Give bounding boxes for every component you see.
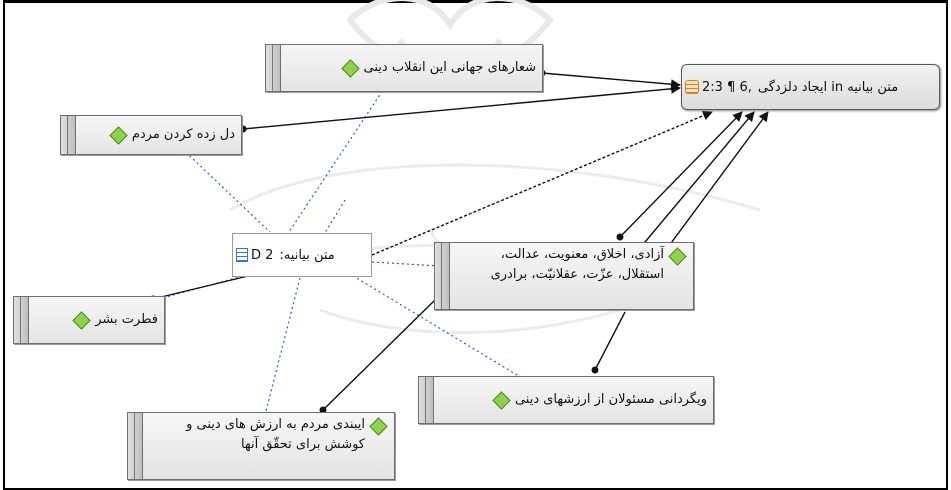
quote-icon <box>685 80 699 94</box>
quote-node-ref: 2:3 ¶ 6, <box>702 79 752 95</box>
endpoint-faith <box>319 406 327 414</box>
code-label-nature: فطرت بشر <box>95 312 158 327</box>
code-node-disillusion[interactable]: دل زده کردن مردم <box>60 115 242 155</box>
code-label-slogans: شعارهای جهانی این انقلاب دینی <box>363 60 536 75</box>
document-icon <box>236 248 248 262</box>
link-document-nature <box>152 275 249 300</box>
document-node-ref: D 2 <box>251 247 274 263</box>
dotted-links <box>154 86 523 416</box>
link-faith-values <box>322 299 436 411</box>
node-handle[interactable] <box>435 243 450 309</box>
document-node-text: متن بیانیه: <box>279 247 335 263</box>
dotted-link-faith <box>264 277 301 416</box>
code-icon <box>668 247 687 266</box>
node-handle[interactable] <box>128 413 143 479</box>
dotted-link-officials <box>339 267 523 379</box>
document-node[interactable]: متن بیانیه: D 2 <box>232 233 372 277</box>
node-handle[interactable] <box>266 45 281 91</box>
code-node-values[interactable]: آزادی، اخلاق، معنویت، عدالت، استقلال، عز… <box>434 242 694 310</box>
endpoint-values <box>616 233 624 241</box>
code-icon <box>369 417 388 436</box>
code-icon <box>109 125 128 145</box>
code-node-slogans[interactable]: شعارهای جهانی این انقلاب دینی <box>265 44 543 92</box>
node-handle[interactable] <box>61 116 76 154</box>
code-icon <box>72 310 91 330</box>
code-node-officials[interactable]: ویگردانی مسئولان از ارزشهای دینی <box>418 376 714 424</box>
node-handle[interactable] <box>14 297 29 343</box>
solid-links <box>152 72 769 411</box>
node-handle[interactable] <box>419 377 434 423</box>
code-node-faith[interactable]: ایبندی مردم به ارزش های دینی و کوشش برای… <box>127 412 395 480</box>
canvas-frame-right <box>946 0 948 490</box>
code-label-faith: ایبندی مردم به ارزش های دینی و کوشش برای… <box>186 417 365 452</box>
link-officials-values <box>594 311 626 371</box>
link-slogans-quote <box>541 72 681 90</box>
dotted-link-top <box>316 199 346 247</box>
dotted-link-slogans <box>284 86 386 239</box>
quote-node[interactable]: متن بیانیه in ایجاد دلزدگی 2:3 ¶ 6, <box>681 64 940 110</box>
canvas-frame-bottom <box>3 488 948 490</box>
code-label-values: آزادی، اخلاق، معنویت، عدالت، استقلال، عز… <box>490 247 664 282</box>
code-icon <box>340 58 360 78</box>
link-disillusion-quote <box>242 83 681 130</box>
dotted-link-nature <box>154 274 248 301</box>
code-label-officials: ویگردانی مسئولان از ارزشهای دینی <box>514 392 707 407</box>
dotted-link-disillusion <box>174 141 271 233</box>
canvas-frame-left <box>3 0 5 490</box>
endpoint-officials <box>591 366 599 374</box>
code-node-nature[interactable]: فطرت بشر <box>13 296 165 344</box>
link-values-quote-c <box>659 111 769 259</box>
code-label-disillusion: دل زده کردن مردم <box>131 127 235 142</box>
quote-node-text: متن بیانیه in ایجاد دلزدگی <box>757 79 899 95</box>
link-values-quote-b <box>639 111 755 249</box>
code-icon <box>492 390 511 410</box>
link-values-quote-a <box>619 111 743 238</box>
dotted-link-values <box>371 261 441 267</box>
link-document-quote <box>371 110 713 256</box>
